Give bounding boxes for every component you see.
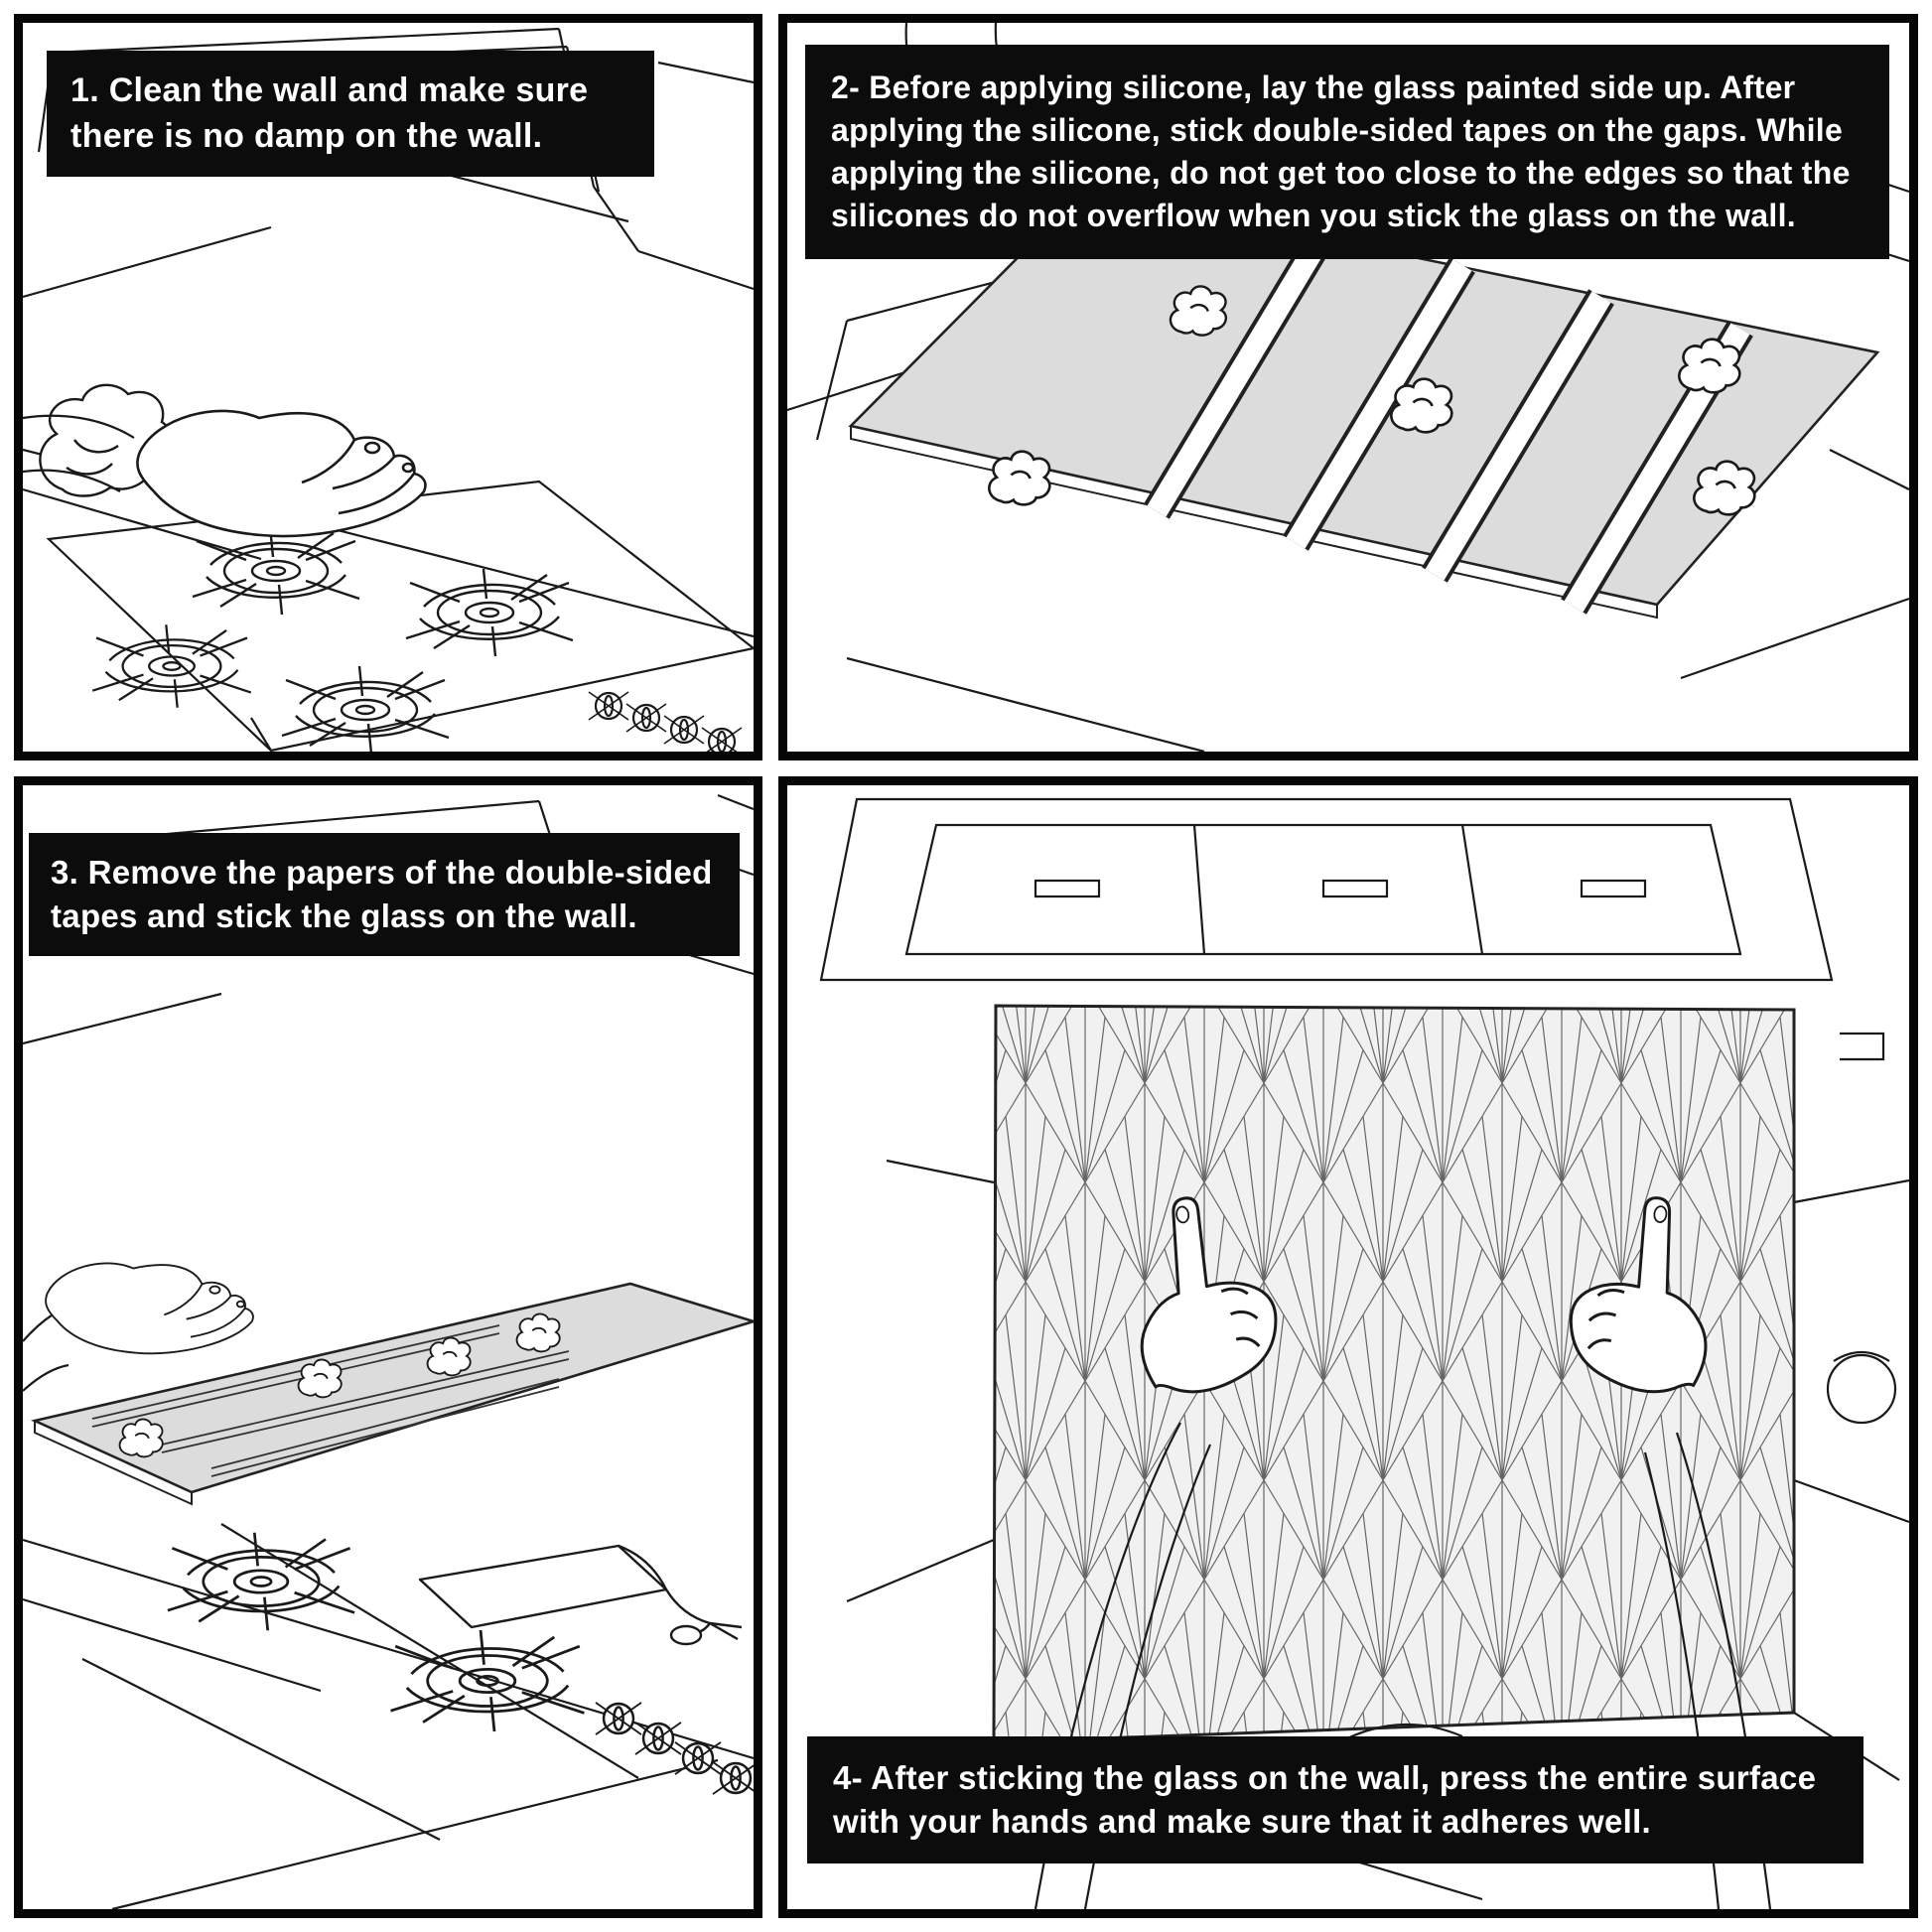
side-sketch-lines xyxy=(846,1032,1909,1603)
panel-step-3: 3. Remove the papers of the double-sided… xyxy=(14,776,762,1918)
caption-step-3: 3. Remove the papers of the double-sided… xyxy=(29,833,740,957)
range-hood xyxy=(819,797,1834,982)
panel-step-1: 1. Clean the wall and make sure there is… xyxy=(14,14,762,760)
silicone-apply-illustration xyxy=(787,23,1909,752)
clean-wall-illustration xyxy=(23,27,754,752)
panel-step-4: 4- After sticking the glass on the wall,… xyxy=(778,776,1918,1918)
cooktop-burners xyxy=(91,525,575,752)
holding-hand xyxy=(23,1262,254,1392)
press-glass-illustration xyxy=(819,797,1909,1909)
counter-sketch-lines xyxy=(23,1523,754,1909)
panel-step-2: 2- Before applying silicone, lay the gla… xyxy=(778,14,1918,760)
wiping-hand xyxy=(23,409,427,538)
peeling-paper-hand xyxy=(418,1544,743,1646)
caption-step-4: 4- After sticking the glass on the wall,… xyxy=(807,1735,1863,1863)
caption-step-2: 2- Before applying silicone, lay the gla… xyxy=(805,45,1889,259)
cooktop-knobs xyxy=(587,690,744,752)
counter-sketch-lines xyxy=(23,448,754,752)
cooktop-knobs xyxy=(594,1701,754,1796)
patterned-glass-panel xyxy=(992,1004,1796,1744)
caption-step-1: 1. Clean the wall and make sure there is… xyxy=(47,51,654,178)
